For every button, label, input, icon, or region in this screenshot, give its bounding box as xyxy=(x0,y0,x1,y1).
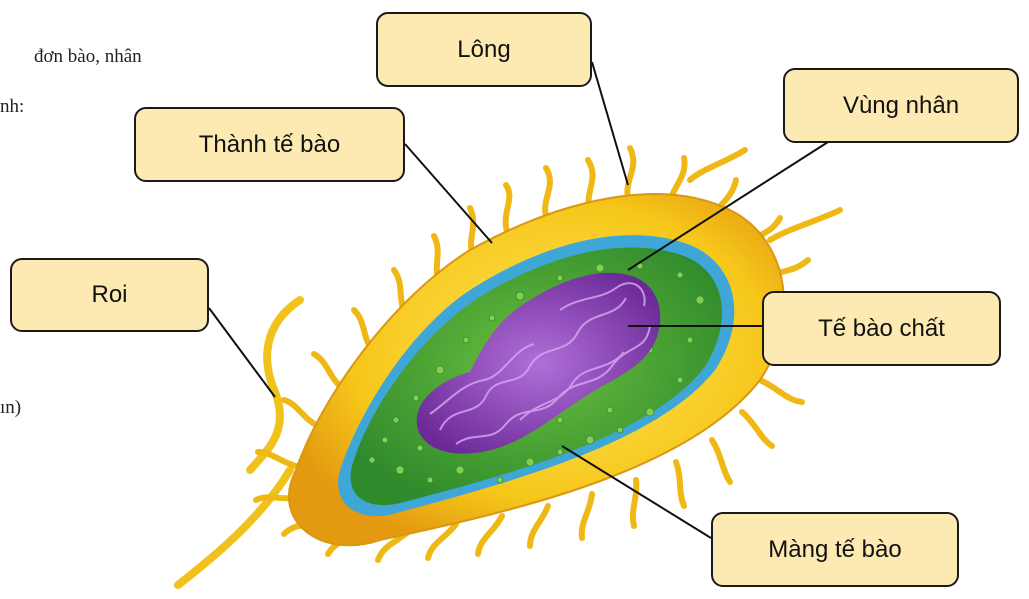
label-te-bao-chat: Tế bào chất xyxy=(762,291,1001,366)
flagellum-upper xyxy=(250,300,300,470)
flagellum xyxy=(178,470,290,585)
label-vung-nhan: Vùng nhân xyxy=(783,68,1019,143)
leader-line-thanh-te-bao xyxy=(405,144,492,243)
label-roi: Roi xyxy=(10,258,209,332)
label-thanh-te-bao: Thành tế bào xyxy=(134,107,405,182)
label-mang-te-bao: Màng tế bào xyxy=(711,512,959,587)
label-long: Lông xyxy=(376,12,592,87)
leader-line-long xyxy=(592,62,628,185)
